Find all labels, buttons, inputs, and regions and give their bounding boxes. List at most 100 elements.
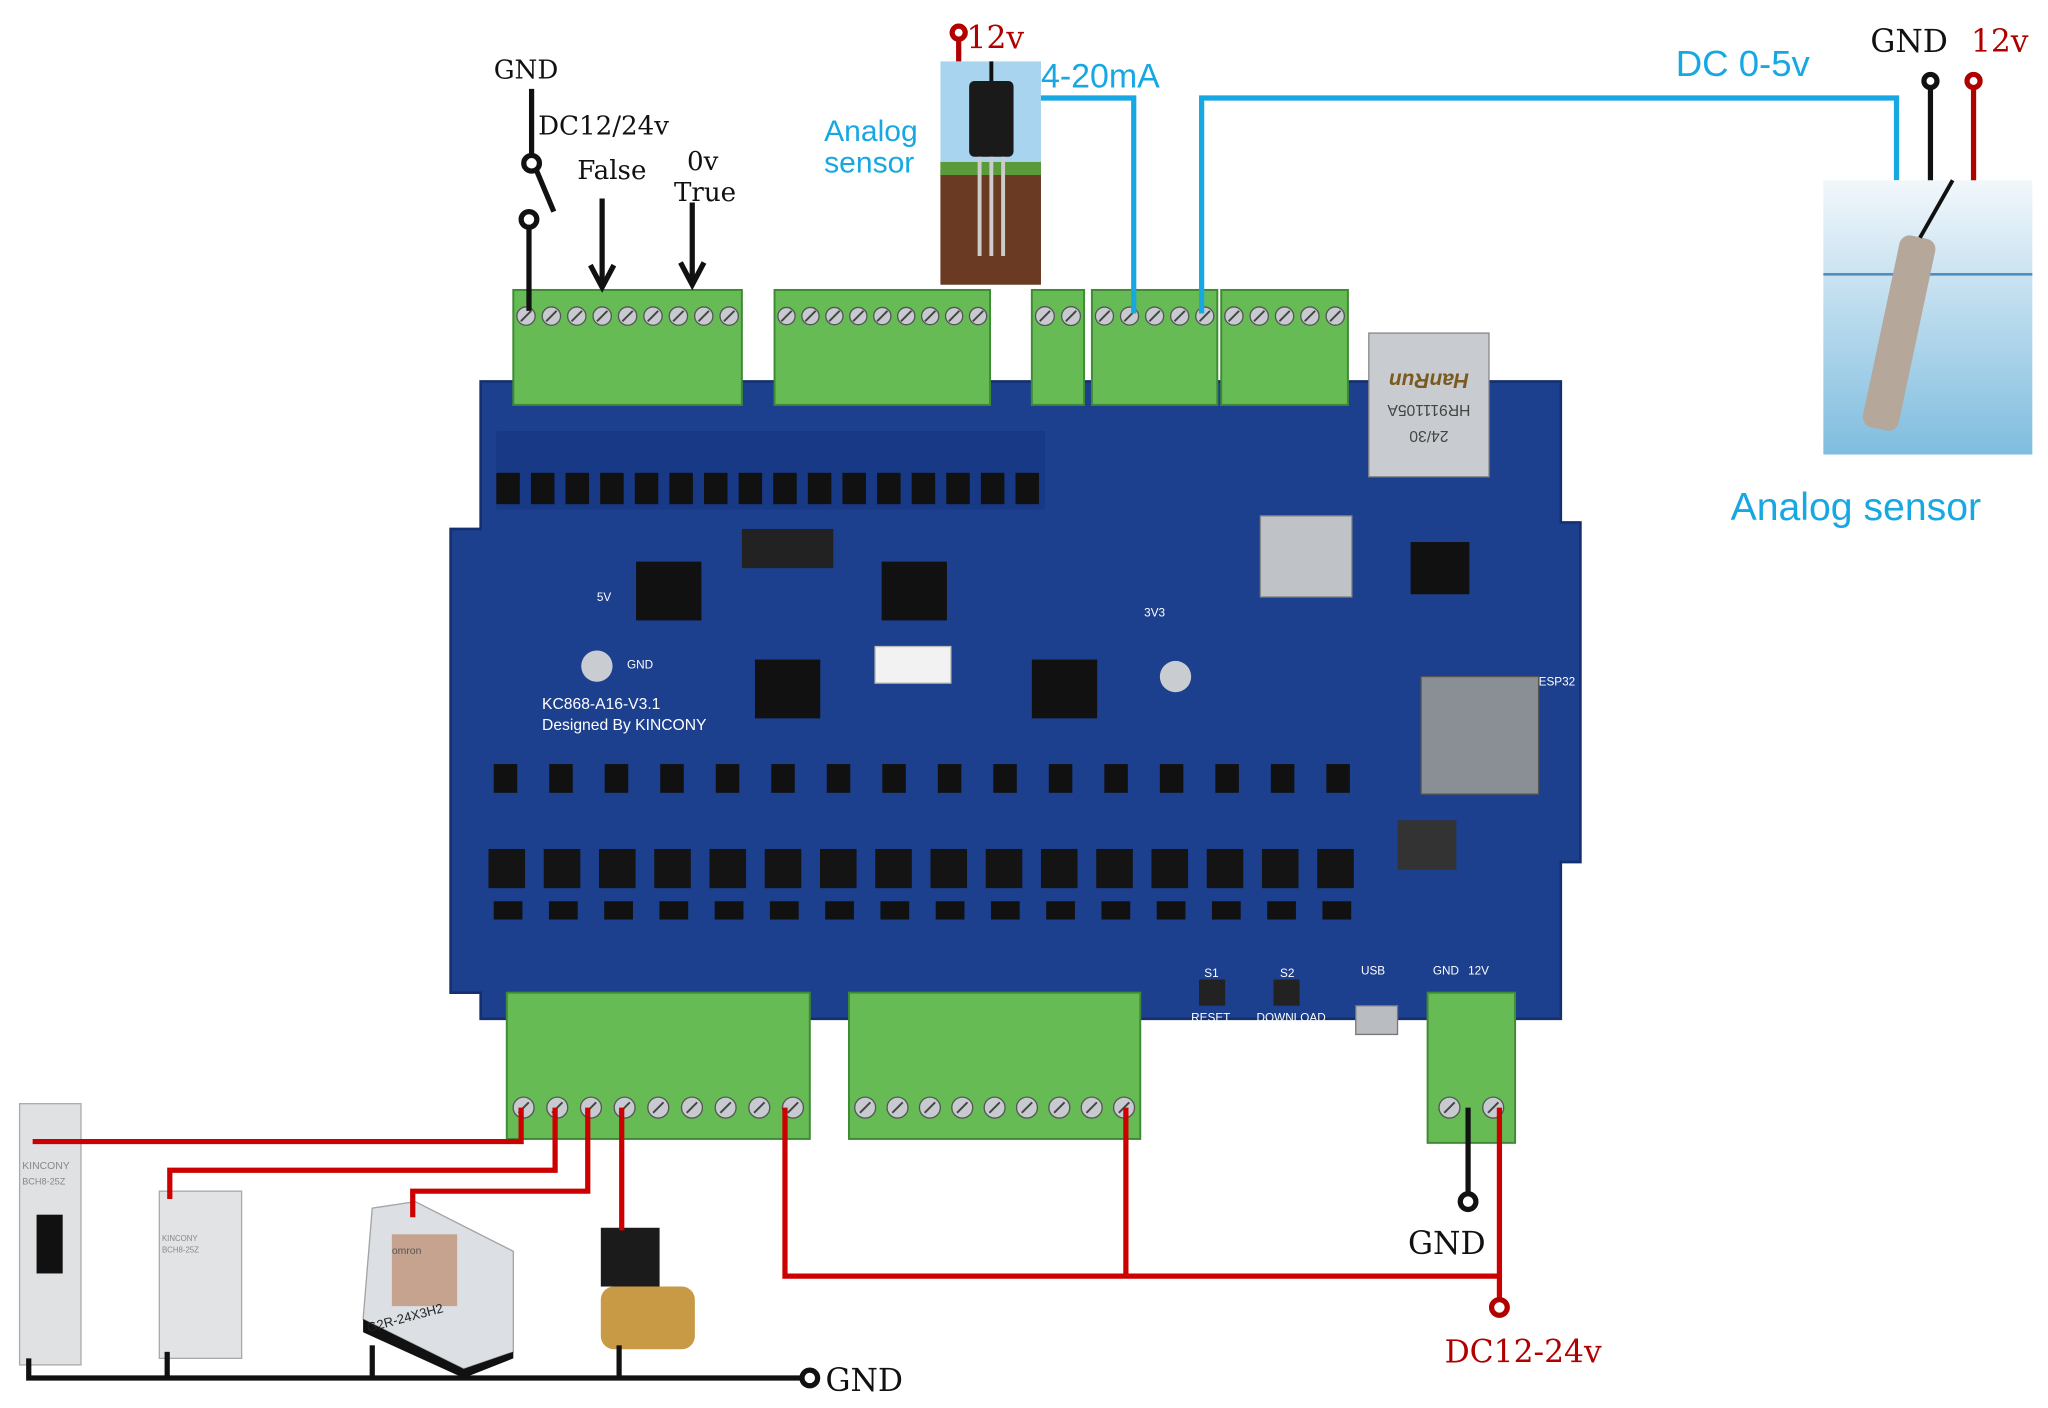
switch-lever <box>534 170 557 213</box>
mosfet <box>764 848 802 889</box>
usb-port[interactable] <box>1355 1005 1399 1036</box>
mosfet <box>1261 848 1299 889</box>
optocoupler <box>842 472 866 505</box>
breaker-brand: KINCONY <box>22 1161 70 1172</box>
s1-label: S1 <box>1204 967 1218 980</box>
reset-button[interactable] <box>1199 979 1226 1006</box>
terminal-screw[interactable] <box>1034 306 1055 327</box>
terminal-screw[interactable] <box>918 1096 941 1119</box>
analog-terminal-block-1 <box>1030 288 1086 406</box>
terminal-screw[interactable] <box>693 306 714 326</box>
terminal-screw[interactable] <box>1300 306 1320 326</box>
terminal-screw[interactable] <box>896 306 916 326</box>
terminal-screw[interactable] <box>968 306 988 326</box>
terminal-screw[interactable] <box>680 1096 704 1119</box>
input-0v-label: 0v <box>687 147 719 177</box>
optocoupler <box>946 472 970 505</box>
terminal-screw[interactable] <box>1274 306 1295 326</box>
input-true-label: True <box>674 178 736 208</box>
terminal-screw[interactable] <box>1094 306 1115 326</box>
terminal-blocks <box>505 288 1517 1144</box>
terminal-screw[interactable] <box>886 1096 909 1119</box>
esp32-module <box>1420 675 1540 795</box>
terminal-screw[interactable] <box>719 306 739 326</box>
diode <box>1267 901 1296 920</box>
optocoupler <box>715 764 740 793</box>
optocoupler <box>530 472 555 505</box>
optocoupler <box>604 764 629 793</box>
gnd-pcb-label: GND <box>627 659 653 672</box>
terminal-screw[interactable] <box>668 306 689 326</box>
optocoupler <box>600 472 624 505</box>
terminal-screw[interactable] <box>781 1096 805 1119</box>
current-loop-wire <box>1040 95 1137 314</box>
diode <box>659 901 689 920</box>
output-wire-3 <box>410 1107 591 1218</box>
mosfet <box>1206 848 1244 889</box>
diode <box>880 901 910 920</box>
terminal-screw[interactable] <box>1080 1096 1103 1119</box>
terminal-screw[interactable] <box>873 306 892 326</box>
mosfet <box>488 848 526 889</box>
optocoupler <box>1326 764 1350 793</box>
terminal-screw[interactable] <box>777 306 796 326</box>
mosfet <box>875 848 912 889</box>
relay-brand: omron <box>392 1246 422 1257</box>
optocoupler <box>493 764 518 793</box>
optocoupler <box>882 764 906 793</box>
terminal-screw[interactable] <box>1144 306 1165 326</box>
terminal-screw[interactable] <box>1224 306 1244 326</box>
diode <box>1101 901 1131 920</box>
diode <box>714 901 744 920</box>
terminal-screw[interactable] <box>849 306 868 326</box>
diode <box>769 901 799 920</box>
input-terminal-block-2 <box>773 288 992 406</box>
optocoupler <box>660 764 684 793</box>
terminal-screw[interactable] <box>748 1096 771 1119</box>
diode <box>935 901 965 920</box>
terminal-screw[interactable] <box>951 1096 974 1119</box>
terminal-screw[interactable] <box>1438 1096 1461 1119</box>
ethernet-jack[interactable]: 24/30 HR911105A HanRun <box>1368 332 1490 478</box>
terminal-screw[interactable] <box>1325 306 1346 326</box>
power-12v-pcb-label: 12V <box>1468 964 1489 977</box>
terminal-screw[interactable] <box>567 306 587 326</box>
soil-sensor-label: Analog <box>824 115 918 148</box>
diode <box>1156 901 1186 920</box>
terminal-screw[interactable] <box>647 1096 670 1119</box>
terminal-screw[interactable] <box>579 1096 603 1119</box>
relay-image: omron G2R-24X3H2 <box>362 1200 514 1378</box>
terminal-screw[interactable] <box>1170 306 1190 326</box>
terminal-screw[interactable] <box>592 306 612 326</box>
download-button[interactable] <box>1273 979 1300 1006</box>
input-terminal-block-1 <box>512 288 743 406</box>
terminal-screw[interactable] <box>714 1096 737 1119</box>
terminal-screw[interactable] <box>1060 306 1082 327</box>
terminal-screw[interactable] <box>854 1096 877 1119</box>
terminal-screw[interactable] <box>825 306 844 326</box>
terminal-screw[interactable] <box>1249 306 1270 326</box>
mosfet <box>654 848 691 889</box>
false-arrow-head <box>588 263 617 293</box>
terminal-screw[interactable] <box>920 306 940 326</box>
terminal-screw[interactable] <box>541 306 562 326</box>
terminal-screw[interactable] <box>516 306 536 326</box>
terminal-screw[interactable] <box>1195 306 1215 326</box>
current-loop-label: 4-20mA <box>1041 58 1160 96</box>
connector-header <box>874 645 952 684</box>
optocoupler <box>826 764 851 793</box>
terminal-screw[interactable] <box>617 306 638 326</box>
diode <box>1046 901 1075 920</box>
terminal-screw[interactable] <box>1048 1096 1071 1119</box>
water-gnd-terminal <box>1921 71 1940 91</box>
terminal-screw[interactable] <box>801 306 820 326</box>
terminal-screw[interactable] <box>983 1096 1006 1119</box>
mosfet <box>1151 848 1189 889</box>
terminal-screw[interactable] <box>643 306 663 326</box>
reset-label: RESET <box>1191 1011 1230 1024</box>
terminal-screw[interactable] <box>613 1096 636 1119</box>
terminal-screw[interactable] <box>944 306 964 326</box>
terminal-screw[interactable] <box>1015 1096 1039 1119</box>
optocoupler <box>937 764 962 793</box>
